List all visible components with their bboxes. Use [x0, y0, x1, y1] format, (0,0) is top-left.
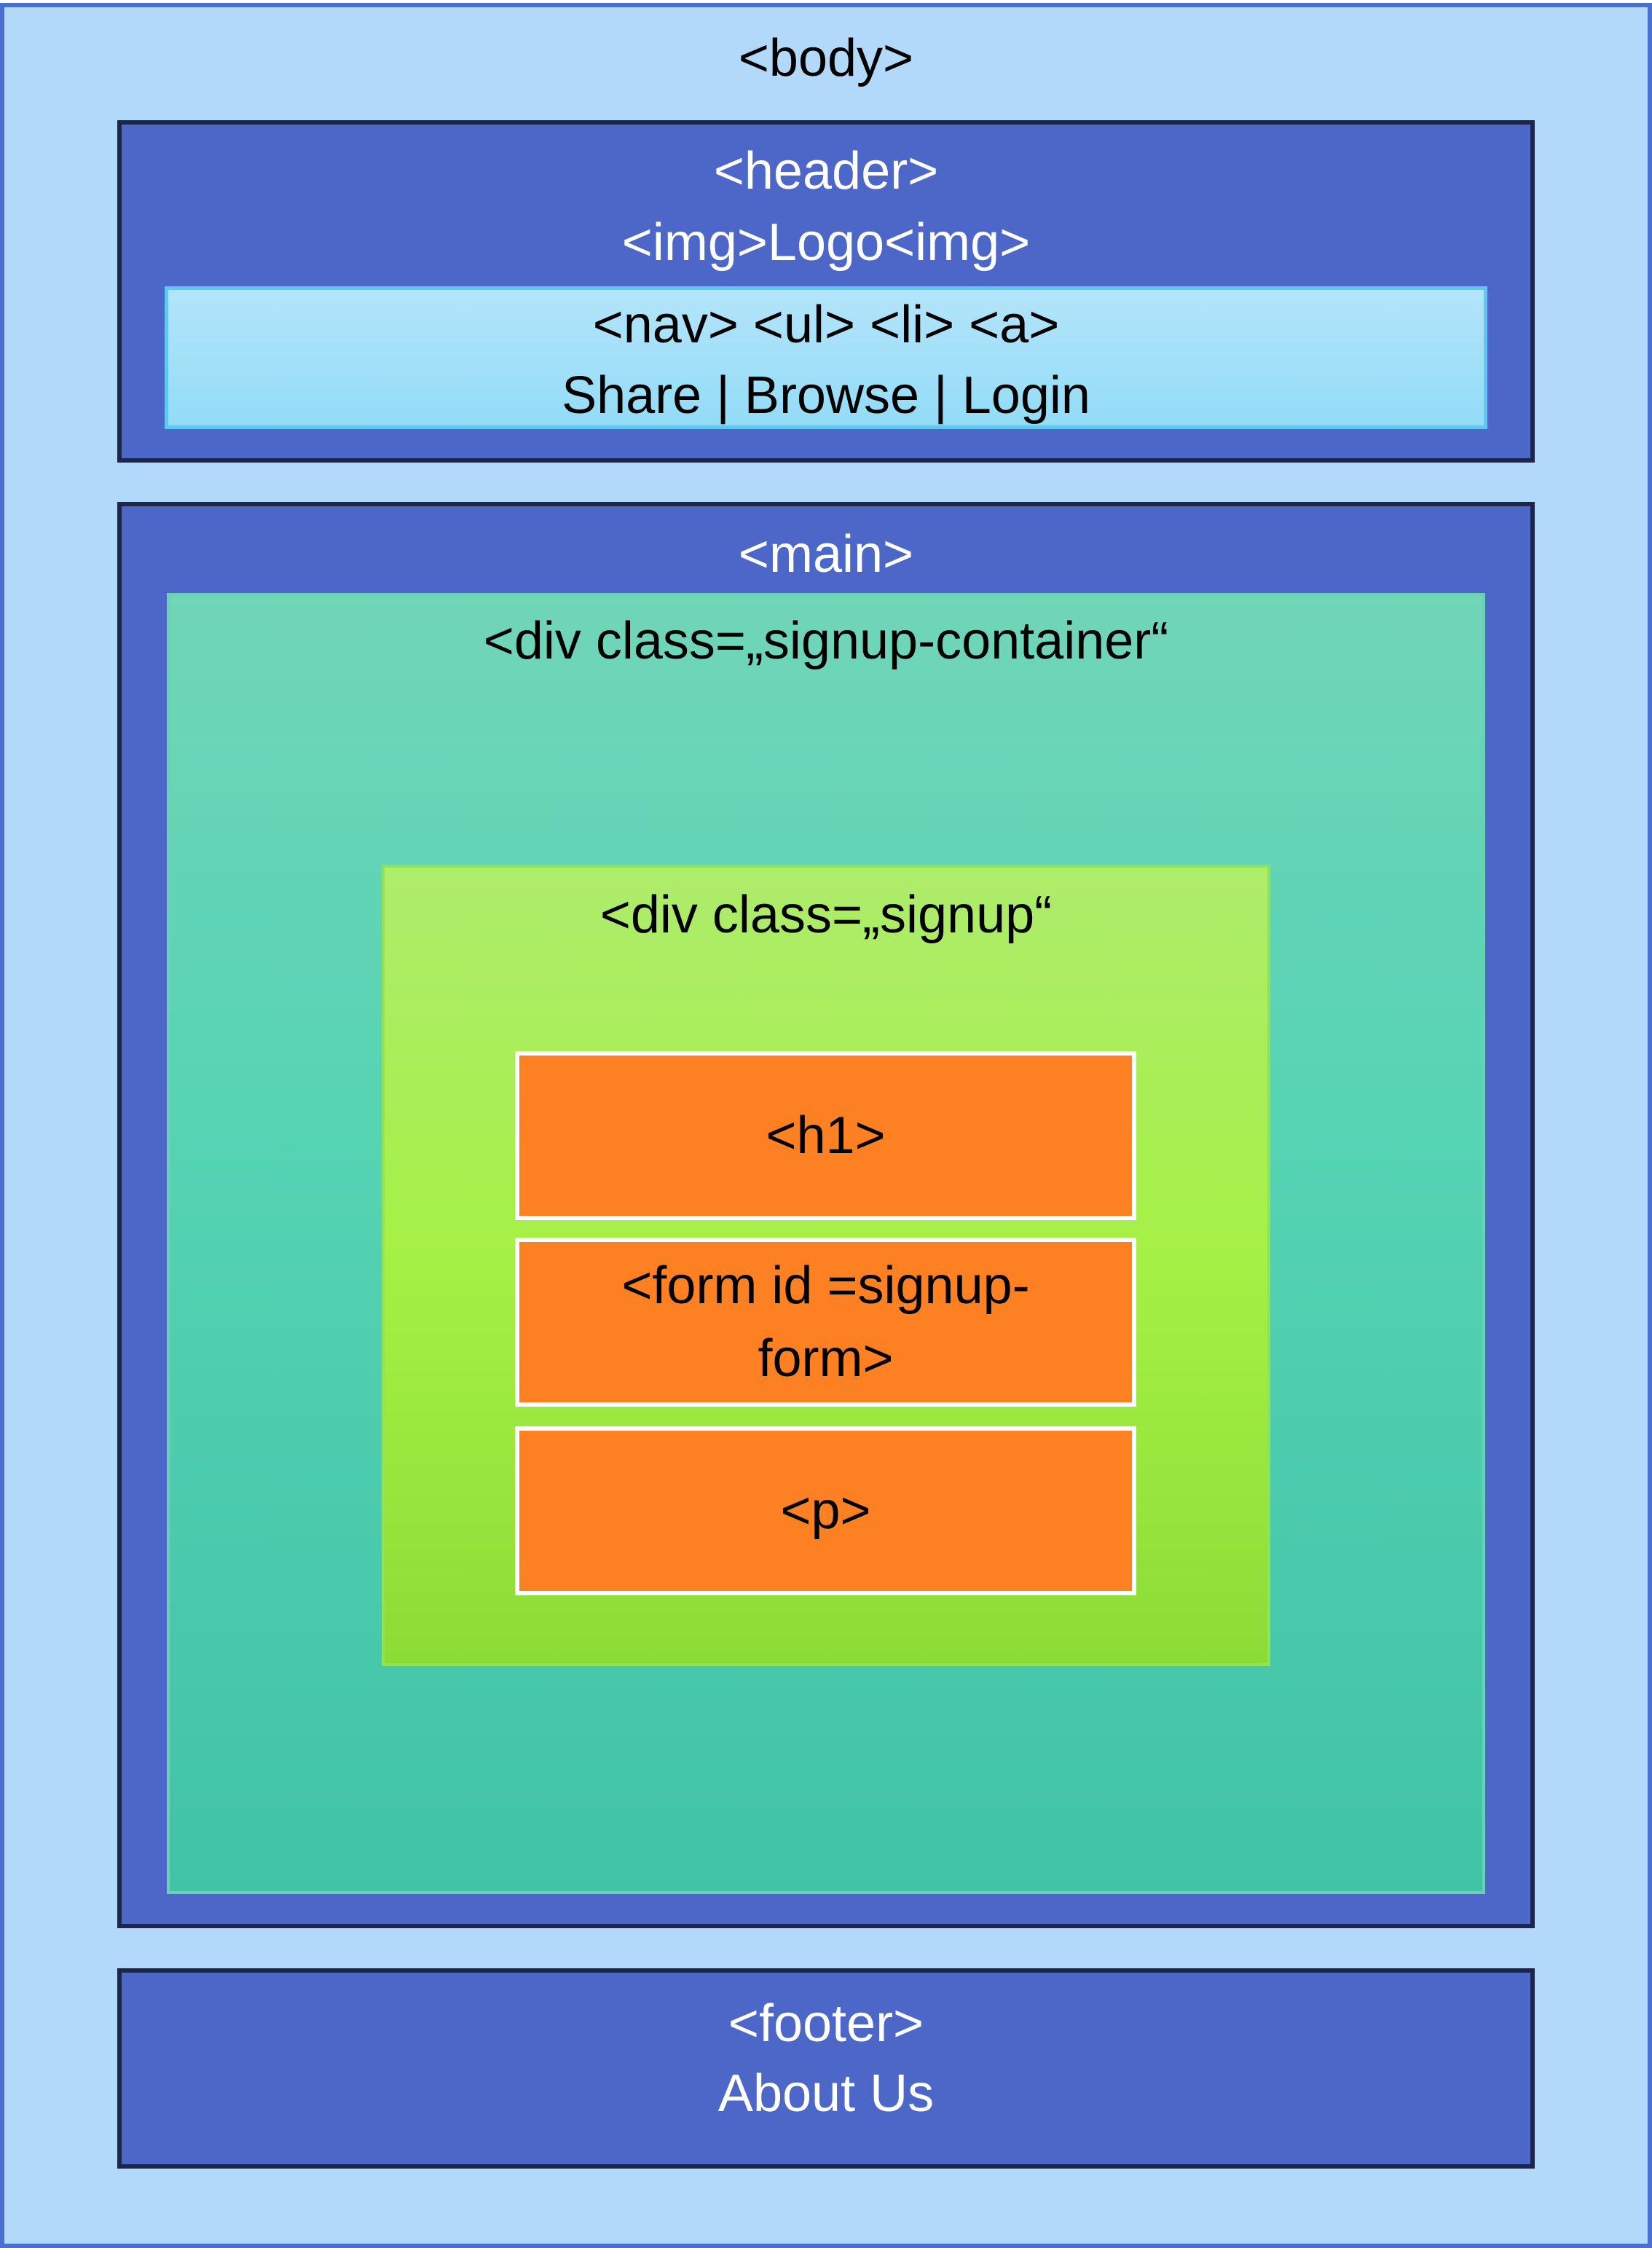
- form-label: <form id =signup- form>: [519, 1242, 1132, 1402]
- form-label-line2: form>: [758, 1329, 894, 1388]
- header-label: <header>: [713, 142, 939, 200]
- p-label: <p>: [780, 1482, 871, 1540]
- nav-element-box: <nav> <ul> <li> <a> Share | Browse | Log…: [165, 286, 1487, 429]
- body-label: <body>: [738, 29, 914, 87]
- signup-label: <div class=„signup“: [599, 886, 1053, 944]
- h1-element-box: <h1>: [515, 1051, 1136, 1220]
- img-logo-label: <img>Logo<img>: [621, 213, 1031, 272]
- form-element-box: <form id =signup- form>: [515, 1238, 1136, 1407]
- h1-label: <h1>: [766, 1107, 886, 1165]
- footer-label: <footer>: [728, 1994, 924, 2053]
- footer-element-box: <footer> About Us: [117, 1968, 1535, 2169]
- nav-label: <nav> <ul> <li> <a>: [592, 296, 1060, 354]
- signup-container-label: <div class=„signup-container“: [483, 612, 1169, 670]
- p-element-box: <p>: [515, 1426, 1136, 1595]
- form-label-line1: <form id =signup-: [621, 1257, 1030, 1315]
- nav-links-text: Share | Browse | Login: [562, 366, 1090, 425]
- main-label: <main>: [738, 525, 914, 583]
- footer-about-text: About Us: [717, 2064, 935, 2123]
